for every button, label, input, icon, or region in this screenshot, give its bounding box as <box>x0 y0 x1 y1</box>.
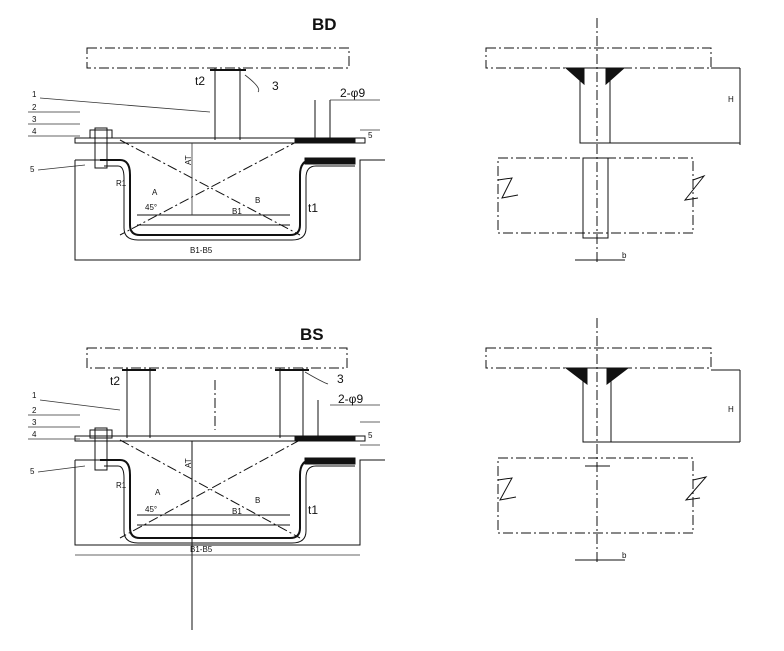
bs-dim5-label: 5 <box>368 431 373 440</box>
bs-diagonal-1 <box>119 439 301 539</box>
bs-part2-label: 2 <box>32 406 37 415</box>
bs-a-label: A <box>155 488 161 497</box>
bs-top-slab <box>86 347 348 369</box>
bd-width-label: B1-B5 <box>190 246 213 255</box>
bs-part3b-label: 3 <box>32 418 37 427</box>
side1-lower-block <box>497 157 694 234</box>
bd-plate-hatch <box>294 137 356 144</box>
bs-part1-leader <box>39 399 121 411</box>
side1-b-label: b <box>622 251 627 260</box>
side1-h-label: H <box>728 95 734 104</box>
bd-diagonal-2 <box>119 139 301 236</box>
side1-slot <box>582 157 609 239</box>
side2-break-left <box>497 477 517 501</box>
bd-diagonal-1 <box>119 139 301 236</box>
bd-part5-leader <box>37 164 86 171</box>
side1-weld-right <box>605 67 626 86</box>
side2-break-right <box>684 476 708 501</box>
bs-at-label: AT <box>184 458 193 468</box>
bd-bolt-label: 2-φ9 <box>340 86 365 100</box>
bs-u-channel <box>100 459 355 539</box>
side2-b-label: b <box>622 551 627 560</box>
bs-diagonal-2 <box>119 439 301 539</box>
bs-bolt <box>94 427 108 471</box>
bs-angle-label: 45° <box>145 505 157 514</box>
side2-top-slab <box>485 347 712 369</box>
bd-plate <box>74 137 366 144</box>
bd-angle-label: 45° <box>145 203 157 212</box>
bd-part1-leader <box>39 97 211 113</box>
bd-part2-label: 2 <box>32 103 37 112</box>
bs-channel-hatch <box>304 457 356 465</box>
bs-bolt-label: 2-φ9 <box>338 392 363 406</box>
bd-part3-label: 3 <box>272 79 279 93</box>
bs-title: BS <box>300 325 324 344</box>
side2-weld-left <box>564 367 588 386</box>
bd-part3-leader <box>244 74 260 93</box>
bd-at-label: AT <box>184 155 193 165</box>
bd-part1-label: 1 <box>32 90 37 99</box>
side1-break-right <box>683 174 706 201</box>
bs-section-view: BS t2 3 2-φ9 5 1 2 3 4 5 <box>28 325 385 630</box>
bs-b1-label: B1 <box>232 507 242 516</box>
bs-t1-label: t1 <box>308 503 318 517</box>
bd-part4-label: 4 <box>32 127 37 136</box>
bd-section-view: BD t2 3 2-φ9 5 1 2 3 4 5 <box>28 15 385 261</box>
side1-break-left <box>497 177 519 199</box>
bd-t2-label: t2 <box>195 74 205 88</box>
bs-r1-label: R1 <box>116 481 127 490</box>
bd-t1-label: t1 <box>308 201 318 215</box>
side1-top-slab <box>485 47 712 69</box>
bs-concrete-box <box>74 459 385 546</box>
bs-side-view: H b <box>485 318 741 565</box>
bd-r1-label: R1 <box>116 179 127 188</box>
side1-web <box>579 67 611 144</box>
bd-b-label: B <box>255 196 260 205</box>
bs-t2-label: t2 <box>110 374 120 388</box>
side2-lower-block <box>497 457 694 534</box>
bd-title: BD <box>312 15 337 34</box>
bd-nut <box>89 129 113 139</box>
bs-part3-label: 3 <box>337 372 344 386</box>
bd-channel-hatch <box>304 157 356 165</box>
bs-part4-label: 4 <box>32 430 37 439</box>
bs-part5-leader <box>37 465 86 473</box>
bd-dim5-label: 5 <box>368 131 373 140</box>
bd-u-channel-inner <box>104 165 355 241</box>
bs-part3-leader <box>304 371 329 385</box>
bs-part1-label: 1 <box>32 391 37 400</box>
side2-web <box>582 367 612 443</box>
bd-a-label: A <box>152 188 158 197</box>
side2-weld-right <box>606 367 630 386</box>
bd-top-slab <box>86 47 350 69</box>
bd-concrete-box <box>74 159 385 261</box>
bs-width-label: B1-B5 <box>190 545 213 554</box>
side1-weld-left <box>564 67 585 86</box>
bs-b-label: B <box>255 496 260 505</box>
bs-plate <box>74 435 366 442</box>
bs-u-channel-inner <box>104 465 355 544</box>
bd-part5-label: 5 <box>30 165 35 174</box>
bs-part5-label: 5 <box>30 467 35 476</box>
bs-plate-hatch <box>294 435 356 442</box>
bd-bolt <box>94 127 108 169</box>
side2-h-label: H <box>728 405 734 414</box>
bd-u-channel <box>100 159 355 236</box>
bd-part3b-label: 3 <box>32 115 37 124</box>
bd-side-view: H b <box>485 18 741 265</box>
bd-b1-label: B1 <box>232 207 242 216</box>
bs-nut <box>89 429 113 439</box>
